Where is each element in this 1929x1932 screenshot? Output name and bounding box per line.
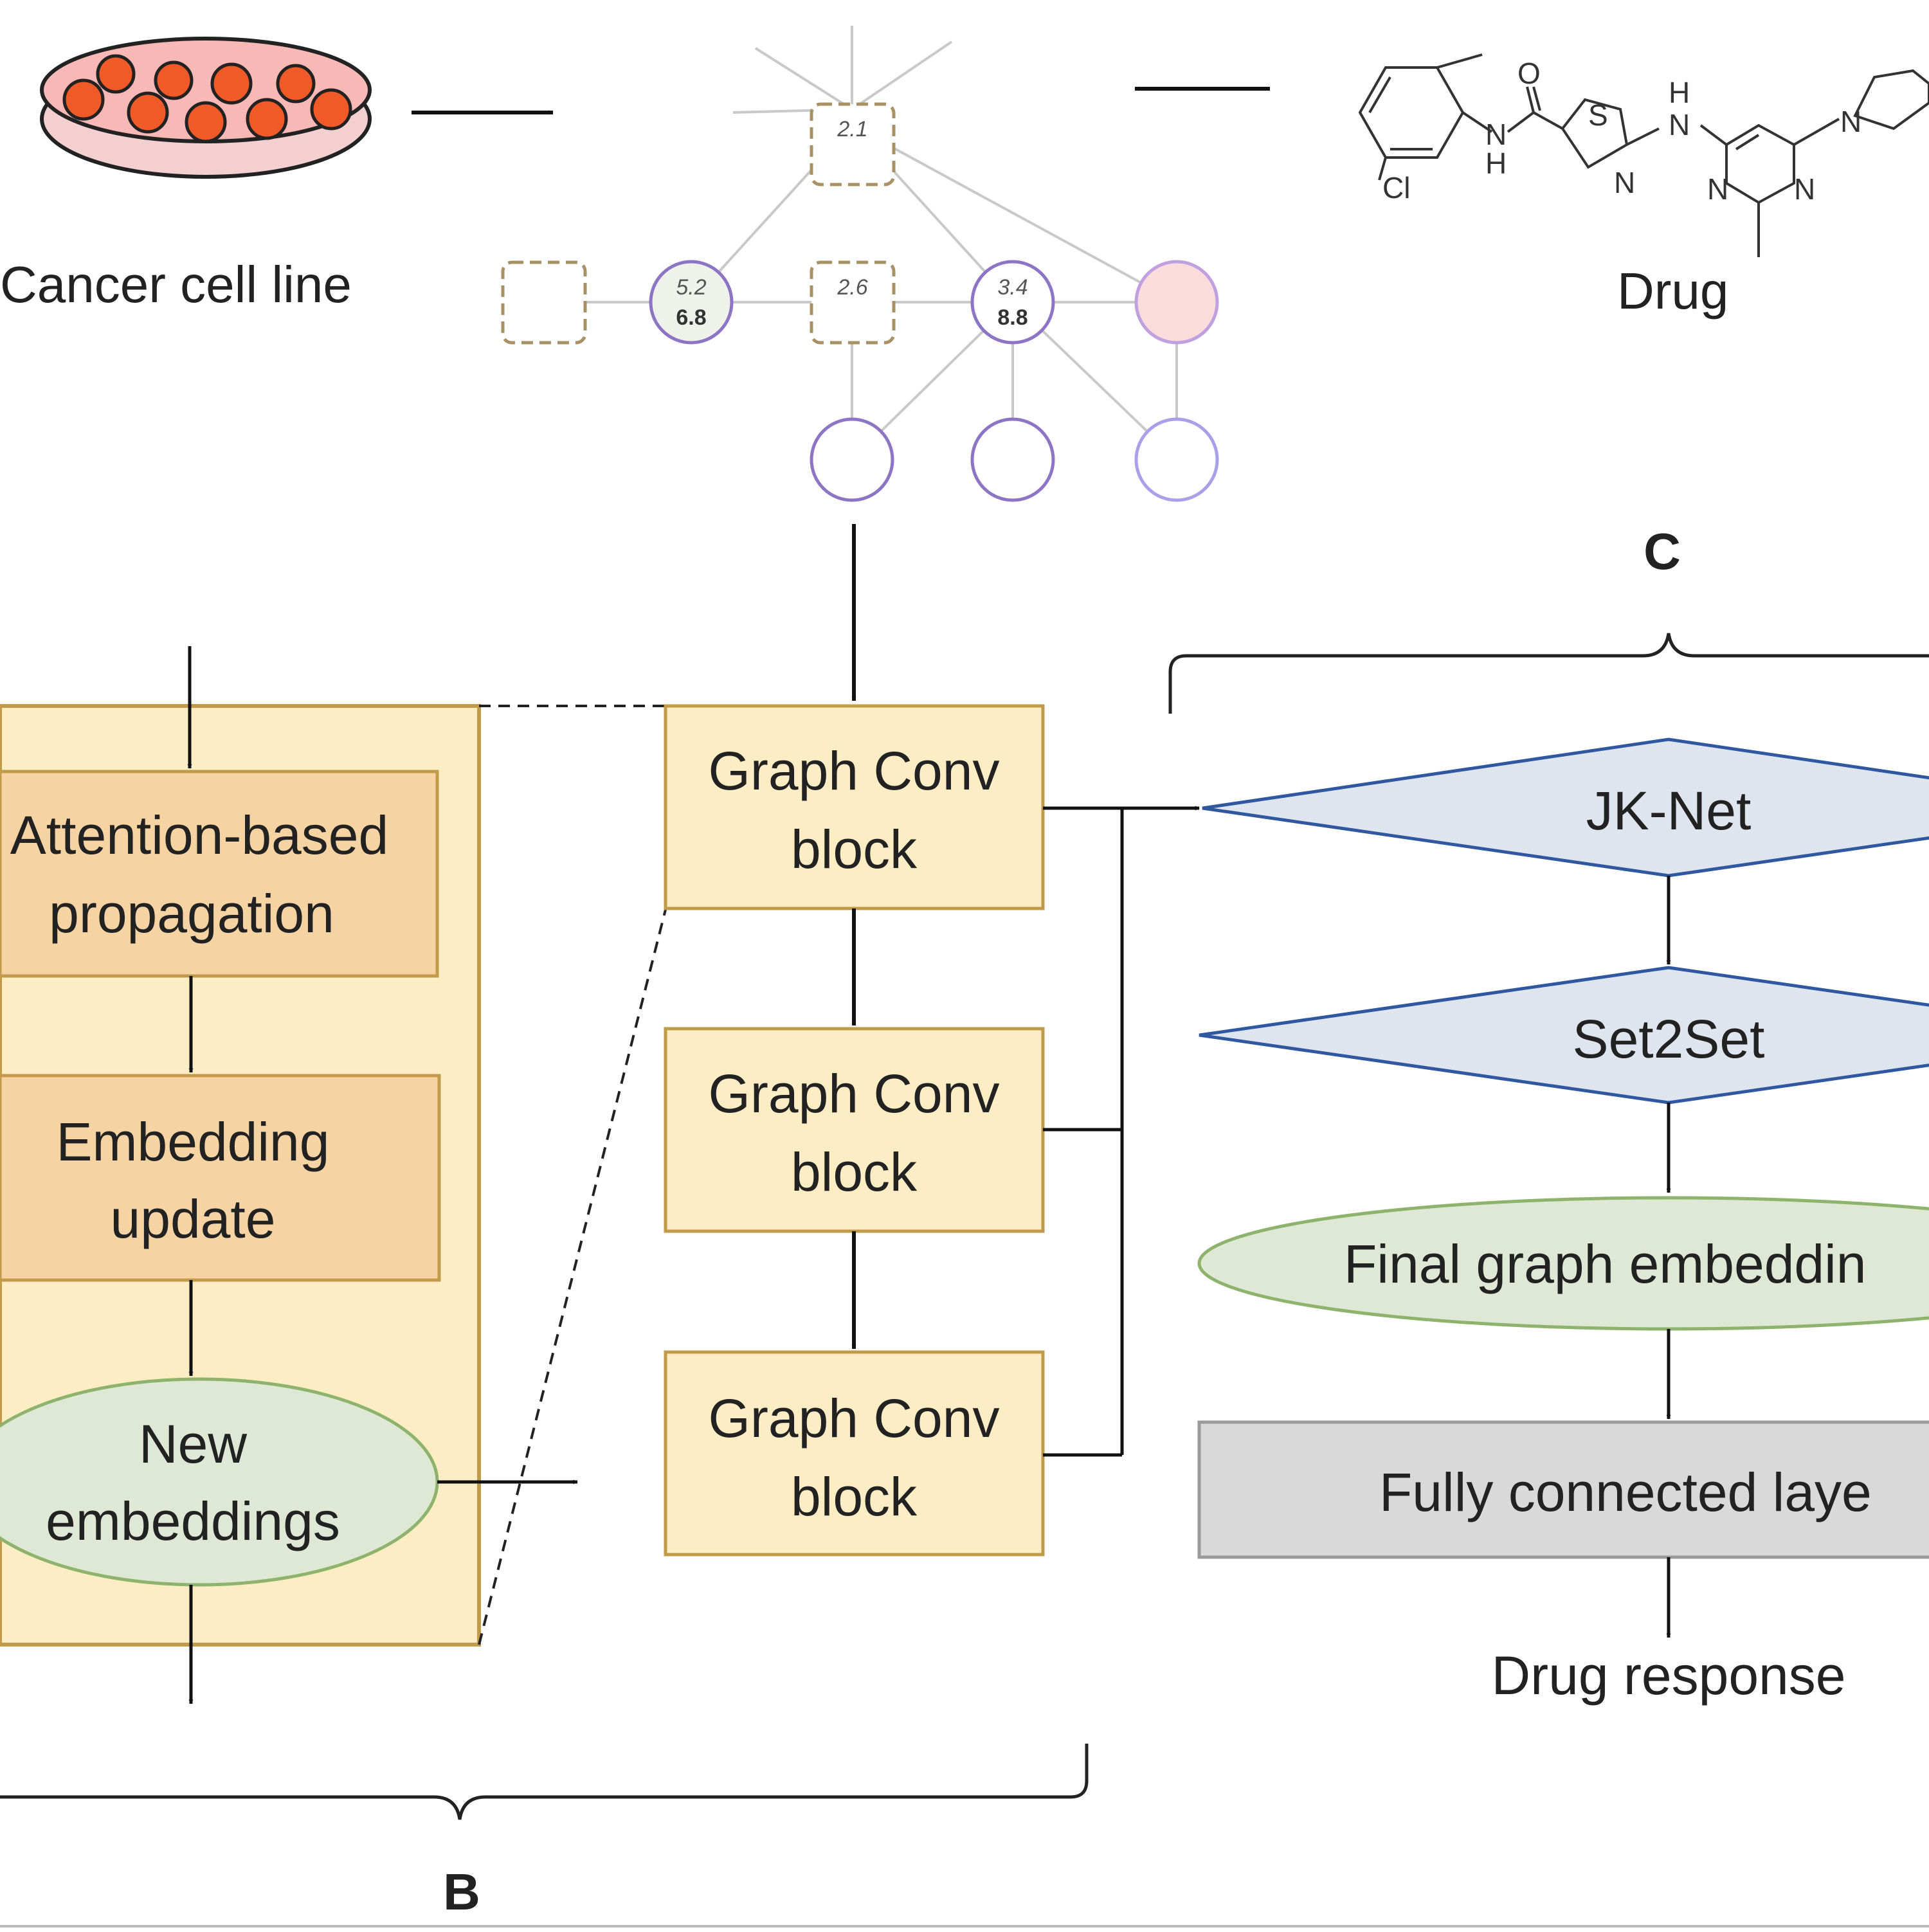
graph-edges xyxy=(543,26,1178,461)
gc-block-1-line-2: block xyxy=(791,819,918,880)
cancer-cell-line-label: Cancer cell line xyxy=(0,256,352,313)
atom-cl: Cl xyxy=(1382,171,1410,204)
embedding-update-line-2: update xyxy=(111,1189,276,1249)
attention-line-1: Attention-based xyxy=(10,805,388,865)
atom-n-pip: N xyxy=(1840,105,1861,138)
graph-node-pink xyxy=(1134,260,1219,345)
fully-connected-label: Fully connected laye xyxy=(1379,1462,1872,1522)
atom-h-linker: H xyxy=(1669,76,1690,109)
atom-n-amide: N xyxy=(1485,118,1507,151)
new-embeddings-line-1: New xyxy=(139,1414,247,1474)
graph-node-c xyxy=(970,260,1055,345)
graph-node-a-top: 5.2 xyxy=(676,275,706,300)
graph-node-left xyxy=(501,260,587,345)
set2set-diamond xyxy=(1199,966,1929,1105)
atom-n-pyr2: N xyxy=(1794,172,1815,206)
graph-nodes: 2.1 5.2 6.8 2.6 3.4 8.8 xyxy=(501,102,1219,502)
graph-node-c-top: 3.4 xyxy=(997,275,1028,300)
jknet-label: JK-Net xyxy=(1586,781,1752,841)
gc-block-2 xyxy=(664,1027,1045,1233)
graph-node-bottom-2 xyxy=(970,417,1055,502)
panel-c-label: C xyxy=(1644,523,1681,580)
atom-o: O xyxy=(1517,57,1541,90)
fully-connected-box xyxy=(1197,1420,1929,1559)
atom-n-linker: N xyxy=(1669,108,1690,141)
graph-node-b-value: 2.6 xyxy=(837,275,867,300)
graph-node-c-bottom: 8.8 xyxy=(997,305,1028,330)
drug-label: Drug xyxy=(1617,262,1728,320)
gc-block-3-line-2: block xyxy=(791,1467,918,1527)
jknet-diamond xyxy=(1202,737,1929,878)
gc-block-1-line-1: Graph Conv xyxy=(709,741,1000,801)
atom-s: S xyxy=(1588,98,1608,132)
drug-molecule-icon xyxy=(1358,53,1929,257)
graph-node-a-bottom: 6.8 xyxy=(676,305,706,330)
embedding-update-box xyxy=(0,1074,441,1282)
graph-node-b xyxy=(810,260,896,345)
atom-h-amide: H xyxy=(1485,147,1507,180)
panel-b-label: B xyxy=(443,1863,480,1920)
drug-atom-labels: O N H S N H N N N N Cl xyxy=(1382,57,1861,206)
graph-node-top xyxy=(810,102,896,186)
gc-block-3-line-1: Graph Conv xyxy=(709,1388,1000,1449)
graph-node-top-value: 2.1 xyxy=(837,117,867,141)
zoom-line-bottom xyxy=(478,909,667,1645)
cancer-cells xyxy=(62,54,352,143)
new-embeddings-line-2: embeddings xyxy=(46,1491,340,1551)
gc-block-2-line-2: block xyxy=(791,1142,918,1202)
atom-n-pyr1: N xyxy=(1707,172,1728,206)
panel-b-brace xyxy=(0,1744,1089,1820)
gc-block-2-line-1: Graph Conv xyxy=(709,1063,1000,1124)
atom-n-thiazole: N xyxy=(1614,166,1635,199)
panel-c-brace xyxy=(1168,633,1929,714)
attention-line-2: propagation xyxy=(49,883,334,944)
graph-node-bottom-1 xyxy=(810,417,894,502)
jk-connector xyxy=(1043,806,1124,1457)
set2set-label: Set2Set xyxy=(1573,1009,1765,1069)
embedding-update-line-1: Embedding xyxy=(57,1112,330,1172)
graph-node-bottom-3 xyxy=(1134,417,1219,502)
attention-box xyxy=(0,770,439,978)
graph-node-a xyxy=(649,260,734,345)
final-embedding-label: Final graph embeddin xyxy=(1344,1234,1867,1294)
new-embeddings-ellipse xyxy=(0,1377,439,1587)
drug-response-label: Drug response xyxy=(1492,1645,1846,1706)
petri-dish-icon xyxy=(40,37,372,179)
